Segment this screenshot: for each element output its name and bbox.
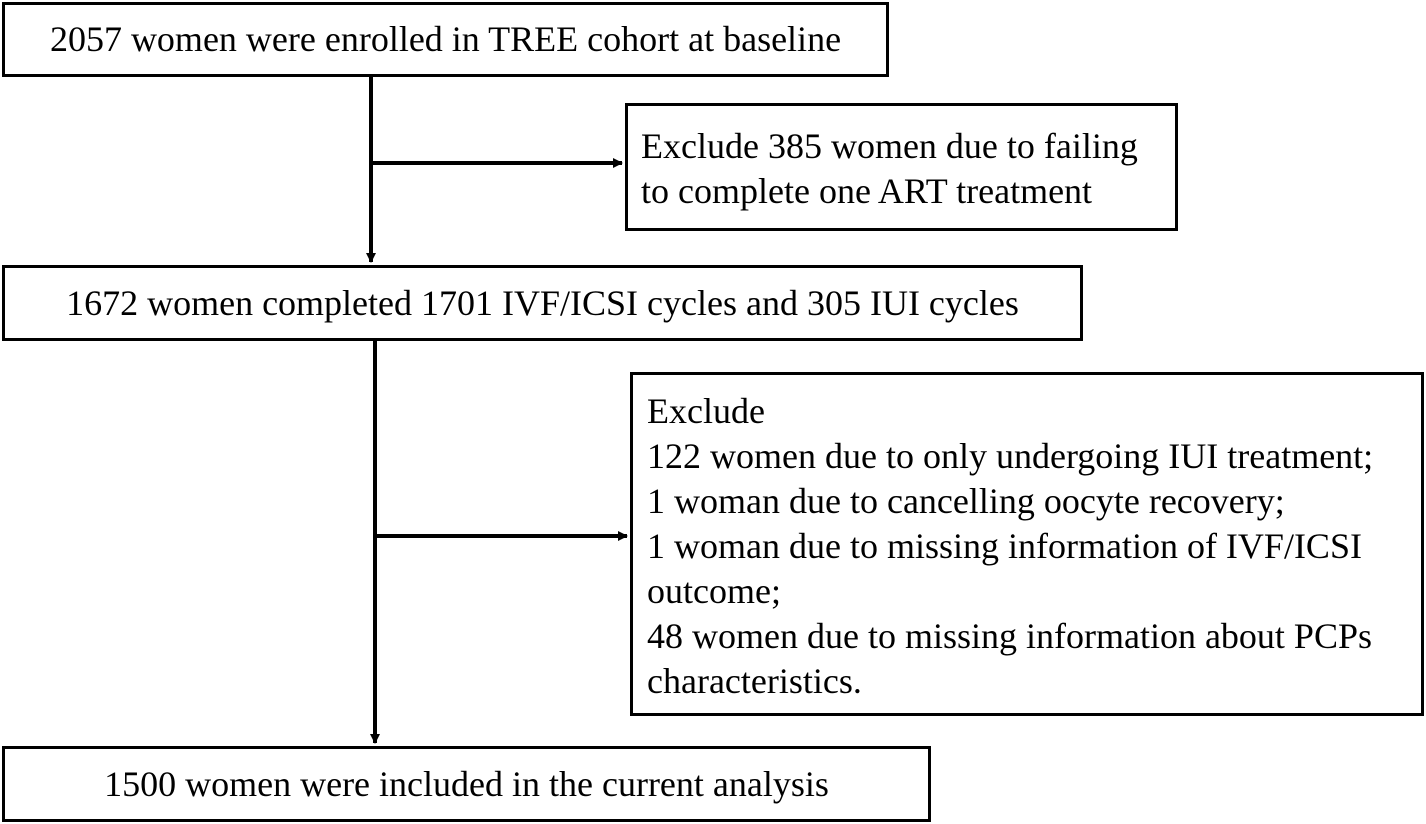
enrolled-box: 2057 women were enrolled in TREE cohort … <box>2 2 889 77</box>
exclusion-second-line: characteristics. <box>647 661 862 701</box>
exclusion-second-line: 1 woman due to missing information of IV… <box>647 526 1362 566</box>
completed-box: 1672 women completed 1701 IVF/ICSI cycle… <box>2 265 1083 341</box>
included-box: 1500 women were included in the current … <box>2 746 931 822</box>
exclusion-second-line: Exclude <box>647 391 765 431</box>
exclusion-second-line: 122 women due to only undergoing IUI tre… <box>647 436 1374 476</box>
exclusion-second-line: outcome; <box>647 571 781 611</box>
exclusion-first-line: to complete one ART treatment <box>641 171 1093 211</box>
completed-text: 1672 women completed 1701 IVF/ICSI cycle… <box>66 282 1019 323</box>
exclusion-second-line: 1 woman due to cancelling oocyte recover… <box>647 481 1285 521</box>
exclusion-box-first: Exclude 385 women due to failing to comp… <box>625 103 1178 231</box>
exclusion-box-second: Exclude 122 women due to only undergoing… <box>630 372 1424 716</box>
enrolled-text: 2057 women were enrolled in TREE cohort … <box>49 19 842 59</box>
exclusion-second-line: 48 women due to missing information abou… <box>647 616 1372 656</box>
exclusion-first-line: Exclude 385 women due to failing <box>641 126 1138 166</box>
included-text: 1500 women were included in the current … <box>104 763 829 804</box>
